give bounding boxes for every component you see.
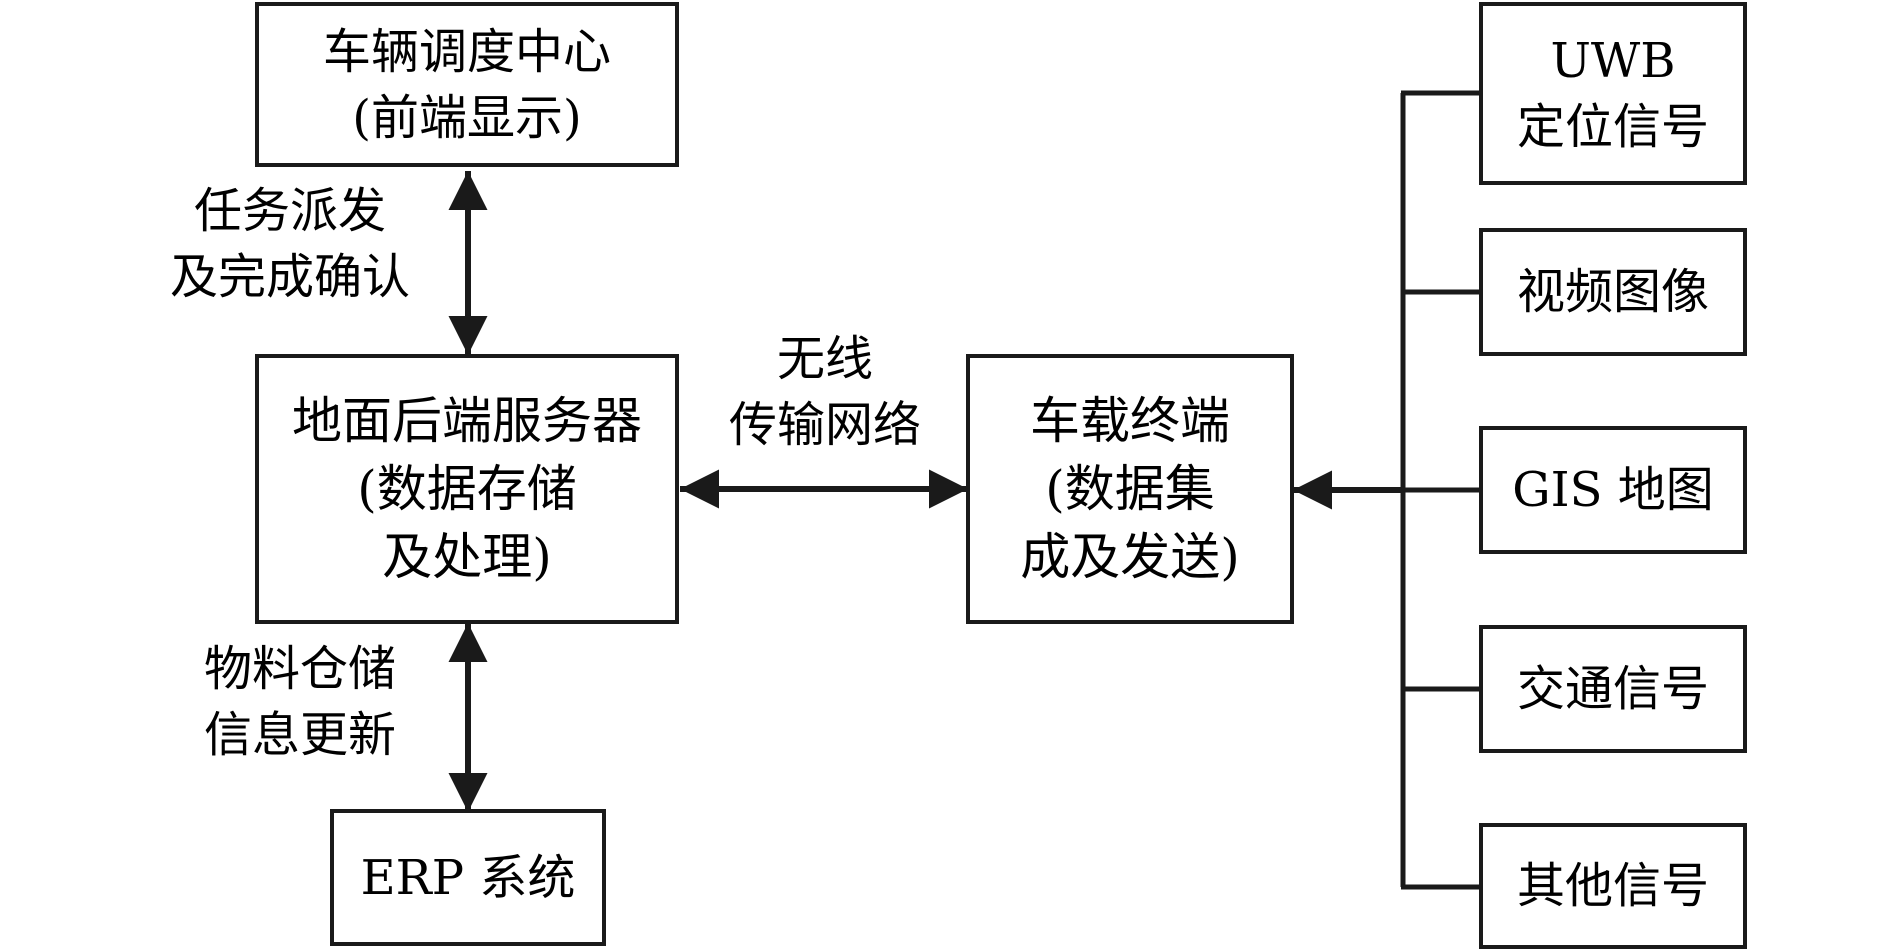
- backend-server-box: 地面后端服务器 (数据存储 及处理): [255, 354, 679, 624]
- traffic-signal-label: 交通信号: [1516, 661, 1709, 717]
- storage-update-label-line2: 信息更新: [203, 707, 396, 763]
- task-dispatch-label-line1: 任务派发: [193, 183, 386, 239]
- other-signal-label: 其他信号: [1516, 858, 1709, 914]
- traffic-signal-box: 交通信号: [1479, 625, 1747, 753]
- dispatch-center-box: 车辆调度中心 (前端显示): [255, 2, 679, 167]
- wireless-network-label-line2: 传输网络: [728, 397, 921, 453]
- gis-map-box: GIS 地图: [1479, 426, 1747, 554]
- vehicle-terminal-title: 车载终端: [1030, 392, 1230, 450]
- uwb-signal-title: UWB: [1550, 32, 1676, 89]
- vehicle-terminal-subtitle-1: (数据集: [1045, 460, 1215, 518]
- dispatch-center-subtitle: (前端显示): [352, 89, 582, 146]
- uwb-signal-box: UWB 定位信号: [1479, 2, 1747, 185]
- video-image-box: 视频图像: [1479, 228, 1747, 356]
- storage-update-label-line1: 物料仓储: [203, 641, 396, 697]
- vehicle-terminal-box: 车载终端 (数据集 成及发送): [966, 354, 1294, 624]
- other-signal-box: 其他信号: [1479, 823, 1747, 949]
- wireless-network-label-line1: 无线: [776, 331, 873, 387]
- backend-server-subtitle-2: 及处理): [382, 528, 552, 586]
- video-image-label: 视频图像: [1516, 264, 1709, 320]
- dispatch-center-title: 车辆调度中心: [322, 23, 611, 80]
- gis-map-label: GIS 地图: [1512, 462, 1714, 518]
- wireless-network-label: 无线 传输网络: [695, 322, 955, 462]
- task-dispatch-label: 任务派发 及完成确认: [140, 174, 440, 314]
- erp-system-box: ERP 系统: [330, 809, 606, 946]
- erp-system-label: ERP 系统: [360, 849, 576, 906]
- backend-server-subtitle-1: (数据存储: [357, 460, 577, 518]
- task-dispatch-label-line2: 及完成确认: [169, 249, 410, 305]
- vehicle-terminal-subtitle-2: 成及发送): [1020, 528, 1240, 586]
- backend-server-title: 地面后端服务器: [292, 392, 642, 450]
- uwb-signal-subtitle: 定位信号: [1516, 98, 1709, 155]
- storage-update-label: 物料仓储 信息更新: [160, 632, 440, 772]
